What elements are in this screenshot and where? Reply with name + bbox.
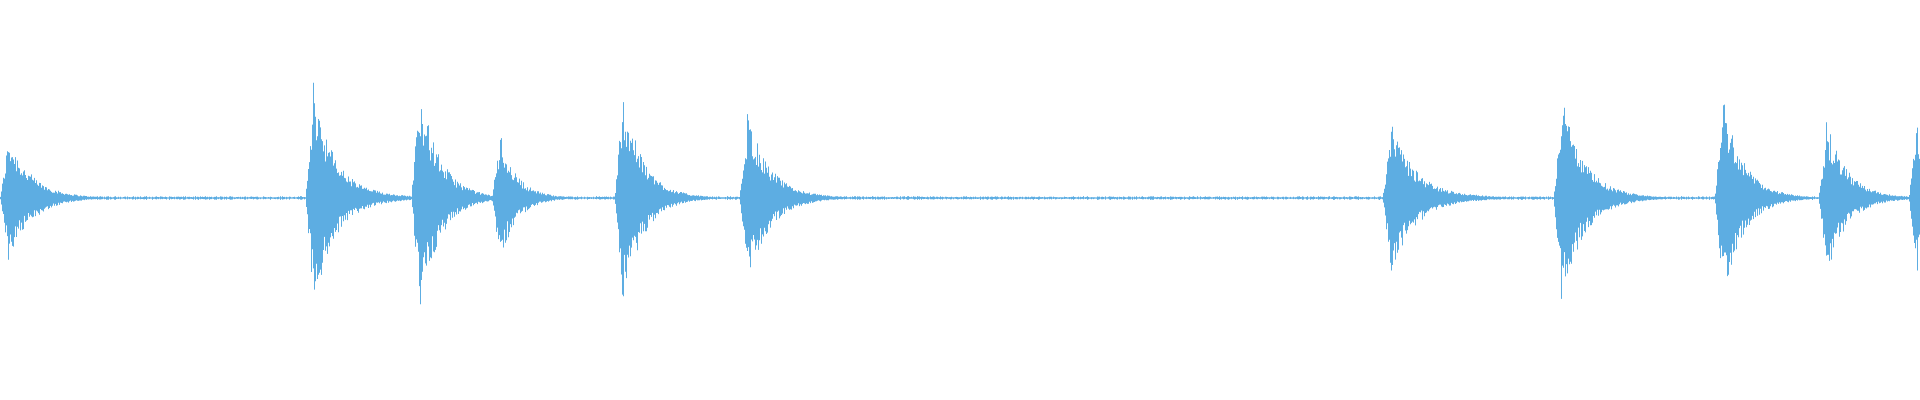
- waveform-samples: [0, 82, 1920, 305]
- waveform-path: [0, 82, 1920, 305]
